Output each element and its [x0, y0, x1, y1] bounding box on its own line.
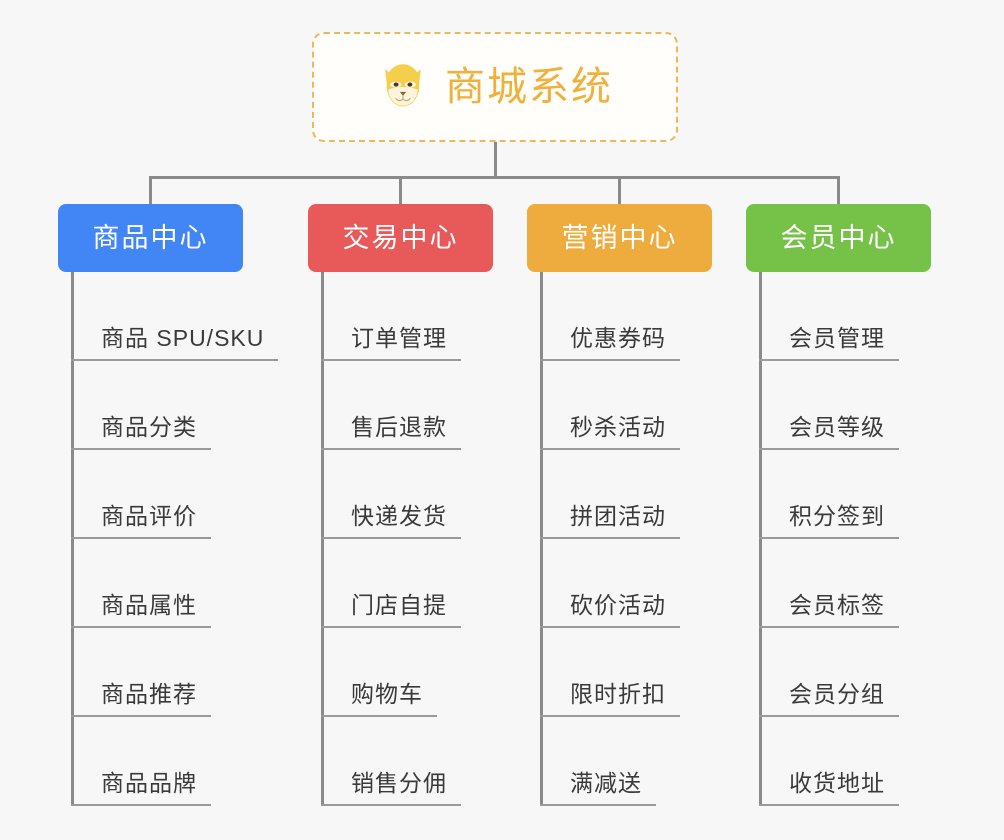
leaf-underline: 售后退款 — [321, 413, 461, 450]
branch-header-1[interactable]: 商品中心 — [58, 204, 243, 272]
leaf-item[interactable]: 销售分佣 — [321, 717, 493, 806]
branch-column-2: 交易中心 订单管理 售后退款 快递发货 门店自提 购物车 销售分佣 — [308, 204, 493, 806]
leaf-item[interactable]: 砍价活动 — [540, 539, 712, 628]
leaf-label: 拼团活动 — [570, 502, 666, 529]
leaf-label: 快递发货 — [351, 502, 447, 529]
branch-column-3: 营销中心 优惠券码 秒杀活动 拼团活动 砍价活动 限时折扣 满减送 — [527, 204, 712, 806]
leaf-item[interactable]: 会员分组 — [759, 628, 931, 717]
branch-column-4: 会员中心 会员管理 会员等级 积分签到 会员标签 会员分组 收货地址 — [746, 204, 931, 806]
connector-horizontal-bus — [150, 176, 840, 179]
leaf-label: 售后退款 — [351, 413, 447, 440]
leaf-underline: 会员标签 — [759, 591, 899, 628]
leaf-item[interactable]: 购物车 — [321, 628, 493, 717]
leaf-underline: 限时折扣 — [540, 680, 680, 717]
leaf-label: 优惠券码 — [570, 324, 666, 351]
leaf-label: 商品评价 — [101, 502, 197, 529]
leaf-item[interactable]: 订单管理 — [321, 272, 493, 361]
leaf-label: 订单管理 — [351, 324, 447, 351]
branch-header-3[interactable]: 营销中心 — [527, 204, 712, 272]
connector-drop-branch-4 — [837, 176, 840, 206]
leaf-label: 销售分佣 — [351, 769, 447, 796]
branch-header-label-2: 交易中心 — [342, 222, 459, 253]
leaf-item[interactable]: 商品评价 — [71, 450, 243, 539]
leaf-underline: 商品属性 — [71, 591, 211, 628]
connector-drop-branch-3 — [618, 176, 621, 206]
leaf-label: 秒杀活动 — [570, 413, 666, 440]
leaf-item[interactable]: 门店自提 — [321, 539, 493, 628]
leaf-underline: 砍价活动 — [540, 591, 680, 628]
leaf-label: 会员等级 — [789, 413, 885, 440]
leaf-underline: 收货地址 — [759, 769, 899, 806]
leaf-label: 收货地址 — [789, 769, 885, 796]
leaf-item[interactable]: 商品分类 — [71, 361, 243, 450]
leaf-underline: 购物车 — [321, 680, 437, 717]
leaf-item[interactable]: 快递发货 — [321, 450, 493, 539]
leaf-item[interactable]: 商品推荐 — [71, 628, 243, 717]
leaf-list-1: 商品 SPU/SKU 商品分类 商品评价 商品属性 商品推荐 商品品牌 — [71, 272, 279, 806]
connector-drop-branch-2 — [399, 176, 402, 206]
leaf-item[interactable]: 会员标签 — [759, 539, 931, 628]
leaf-item[interactable]: 拼团活动 — [540, 450, 712, 539]
leaf-item[interactable]: 收货地址 — [759, 717, 931, 806]
leaf-underline: 商品 SPU/SKU — [71, 324, 279, 361]
leaf-underline: 商品推荐 — [71, 680, 211, 717]
leaf-item[interactable]: 商品属性 — [71, 539, 243, 628]
leaf-underline: 商品品牌 — [71, 769, 211, 806]
branch-header-2[interactable]: 交易中心 — [308, 204, 493, 272]
leaf-item[interactable]: 限时折扣 — [540, 628, 712, 717]
leaf-underline: 拼团活动 — [540, 502, 680, 539]
leaf-label: 商品品牌 — [101, 769, 197, 796]
leaf-underline: 积分签到 — [759, 502, 899, 539]
leaf-label: 积分签到 — [789, 502, 885, 529]
leaf-label: 购物车 — [351, 680, 423, 707]
leaf-item[interactable]: 积分签到 — [759, 450, 931, 539]
leaf-label: 限时折扣 — [570, 680, 666, 707]
leaf-underline: 门店自提 — [321, 591, 461, 628]
connector-root-stem — [494, 142, 497, 178]
branch-header-label-3: 营销中心 — [561, 222, 678, 253]
branch-header-label-4: 会员中心 — [780, 222, 897, 253]
branch-header-label-1: 商品中心 — [92, 222, 209, 253]
leaf-item[interactable]: 售后退款 — [321, 361, 493, 450]
leaf-underline: 优惠券码 — [540, 324, 680, 361]
leaf-label: 砍价活动 — [570, 591, 666, 618]
leaf-underline: 订单管理 — [321, 324, 461, 361]
leaf-label: 会员分组 — [789, 680, 885, 707]
leaf-label: 会员管理 — [789, 324, 885, 351]
leaf-underline: 商品评价 — [71, 502, 211, 539]
leaf-item[interactable]: 商品品牌 — [71, 717, 243, 806]
leaf-item[interactable]: 会员管理 — [759, 272, 931, 361]
branch-header-4[interactable]: 会员中心 — [746, 204, 931, 272]
branch-column-1: 商品中心 商品 SPU/SKU 商品分类 商品评价 商品属性 商品推荐 商品品牌 — [58, 204, 279, 806]
leaf-underline: 销售分佣 — [321, 769, 461, 806]
leaf-label: 商品分类 — [101, 413, 197, 440]
root-title: 商城系统 — [445, 65, 613, 109]
leaf-underline: 会员管理 — [759, 324, 899, 361]
leaf-underline: 会员分组 — [759, 680, 899, 717]
leaf-list-2: 订单管理 售后退款 快递发货 门店自提 购物车 销售分佣 — [321, 272, 493, 806]
leaf-item[interactable]: 满减送 — [540, 717, 712, 806]
leaf-label: 商品属性 — [101, 591, 197, 618]
leaf-item[interactable]: 会员等级 — [759, 361, 931, 450]
leaf-label: 会员标签 — [789, 591, 885, 618]
leaf-underline: 会员等级 — [759, 413, 899, 450]
shiba-dog-face-icon — [385, 64, 421, 107]
leaf-item[interactable]: 优惠券码 — [540, 272, 712, 361]
root-node[interactable]: 商城系统 — [312, 32, 678, 142]
leaf-underline: 秒杀活动 — [540, 413, 680, 450]
leaf-underline: 快递发货 — [321, 502, 461, 539]
leaf-label: 满减送 — [570, 769, 642, 796]
leaf-list-4: 会员管理 会员等级 积分签到 会员标签 会员分组 收货地址 — [759, 272, 931, 806]
leaf-underline: 满减送 — [540, 769, 656, 806]
leaf-label: 商品推荐 — [101, 680, 197, 707]
leaf-item[interactable]: 商品 SPU/SKU — [71, 272, 279, 361]
leaf-list-3: 优惠券码 秒杀活动 拼团活动 砍价活动 限时折扣 满减送 — [540, 272, 712, 806]
leaf-label: 商品 SPU/SKU — [101, 324, 265, 351]
leaf-label: 门店自提 — [351, 591, 447, 618]
leaf-item[interactable]: 秒杀活动 — [540, 361, 712, 450]
leaf-underline: 商品分类 — [71, 413, 211, 450]
connector-drop-branch-1 — [149, 176, 152, 206]
